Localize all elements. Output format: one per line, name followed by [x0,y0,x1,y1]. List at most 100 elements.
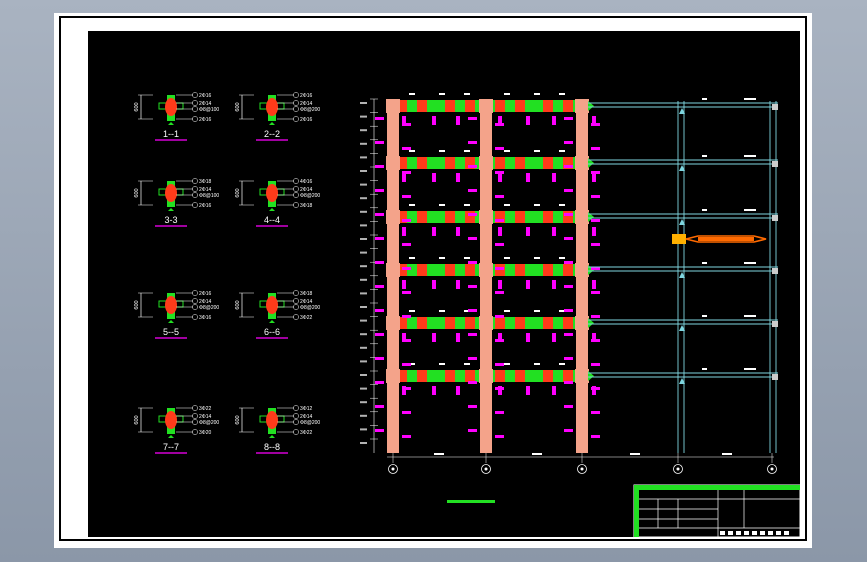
column-rebar-tag [591,195,600,198]
beam-joint [515,100,525,112]
column-rebar-tag [402,195,411,198]
column-rebar-tag [468,165,477,168]
beam-joint [445,100,455,112]
rebar-label: Φ8@200 [199,305,219,311]
title-block[interactable] [633,484,801,538]
column-rebar-tag [402,147,411,150]
leader-bubble [192,405,198,411]
beam-label [534,93,540,95]
rebar-tag [498,116,502,125]
column-rebar-tag [375,381,384,384]
dim-text [360,238,367,240]
frame-support-node [772,268,778,274]
frame-label [702,262,707,264]
section-dim-text: 600 [235,102,241,111]
axis-bubble-A [388,464,398,474]
beam-joint [465,157,475,169]
column-rebar-tag [591,171,600,174]
beam-joint [465,264,475,276]
beam-joint [563,211,573,223]
leader-bubble [192,192,198,198]
column-rebar-tag [564,381,573,384]
beam-joint [397,157,407,169]
rebar-label: 3Φ18 [300,203,313,209]
rebar-label: 2Φ14 [300,414,313,420]
beam-label [504,257,510,259]
section-dim-text: 600 [134,300,140,309]
column-joint [479,369,493,383]
beam-label [409,310,415,312]
title-glyph [760,531,765,535]
frame-label [744,368,756,370]
title-block-top-bar [634,485,800,490]
column-rebar-tag [402,243,411,246]
column-rebar-tag [375,309,384,312]
drawing-field [88,31,800,537]
leader-bubble [192,186,198,192]
rebar-tag [592,116,596,125]
column-rebar-tag [402,435,411,438]
rebar-tag [456,116,460,125]
frame-support [679,108,685,114]
rebar-label: 3Φ16 [199,315,212,321]
leader-bubble [293,419,299,425]
frame-label [702,98,707,100]
rebar-tag [402,227,406,236]
span-dim-text [630,453,640,455]
column-joint [479,99,493,113]
column-rebar-tag [495,387,504,390]
section-core [165,296,177,314]
column-joint [479,263,493,277]
beam-label [534,150,540,152]
frame-label [702,368,707,370]
column-rebar-tag [375,261,384,264]
dim-text [360,442,367,444]
beam-label [439,363,445,365]
leader-bubble [293,290,299,296]
beam-label [504,310,510,312]
column-rebar-tag [564,117,573,120]
axis-bubble-D [673,464,683,474]
beam-joint [465,100,475,112]
frame-label [744,209,756,211]
title-glyph [720,531,725,535]
beam-joint [515,264,525,276]
column-rebar-tag [468,117,477,120]
rebar-label: 2Φ16 [199,93,212,99]
frame-support-node [772,321,778,327]
beam-label [559,150,565,152]
column-rebar-tag [375,333,384,336]
title-glyph [768,531,773,535]
column-rebar-tag [468,357,477,360]
column-rebar-tag [375,117,384,120]
column-rebar-tag [564,429,573,432]
frame-support [679,165,685,171]
column-rebar-tag [564,189,573,192]
dim-text [360,428,367,431]
drawing-canvas[interactable]: 6002Φ162Φ14Φ8@1002Φ161--16002Φ162Φ14Φ8@2… [54,13,812,548]
column-rebar-tag [375,237,384,240]
frame-support [679,325,685,331]
dim-text [360,251,367,254]
rebar-tag [526,280,530,289]
beam-joint [543,317,553,329]
dim-text [360,156,367,159]
column-joint [479,156,493,170]
dim-text [360,292,367,295]
dim-text [360,183,367,186]
beam-label [559,257,565,259]
section-core [266,296,278,314]
beam-joint [495,370,505,382]
rebar-tag [432,333,436,342]
column-rebar-tag [468,405,477,408]
dim-text [360,210,367,213]
rebar-tag [592,386,596,395]
